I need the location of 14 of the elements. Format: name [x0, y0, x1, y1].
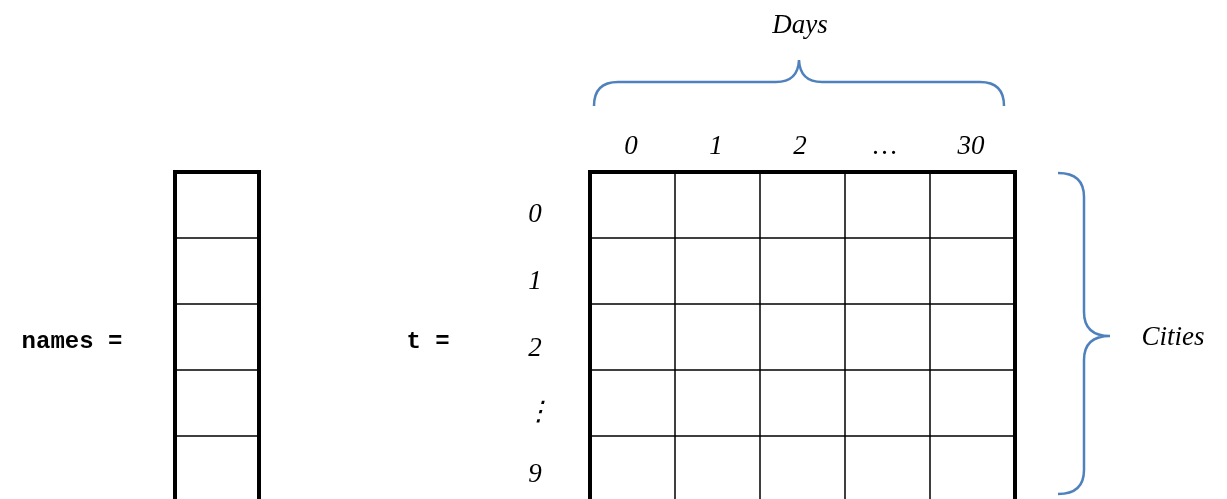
row-index: 1	[528, 264, 542, 296]
column-index: 2	[793, 129, 807, 161]
row-index: 0	[528, 197, 542, 229]
code-text: t =	[406, 327, 450, 355]
column-index: 30	[957, 129, 985, 161]
axis-title: Cities	[1141, 320, 1205, 352]
column-index: 0	[624, 129, 638, 161]
column-index: …	[873, 129, 897, 161]
column-index: 1	[709, 129, 723, 161]
axis-title: Days	[772, 8, 828, 40]
row-index: 2	[528, 331, 542, 363]
code-text: names =	[21, 327, 123, 355]
row-index: ⋮	[524, 395, 552, 427]
row-index: 9	[528, 457, 542, 489]
